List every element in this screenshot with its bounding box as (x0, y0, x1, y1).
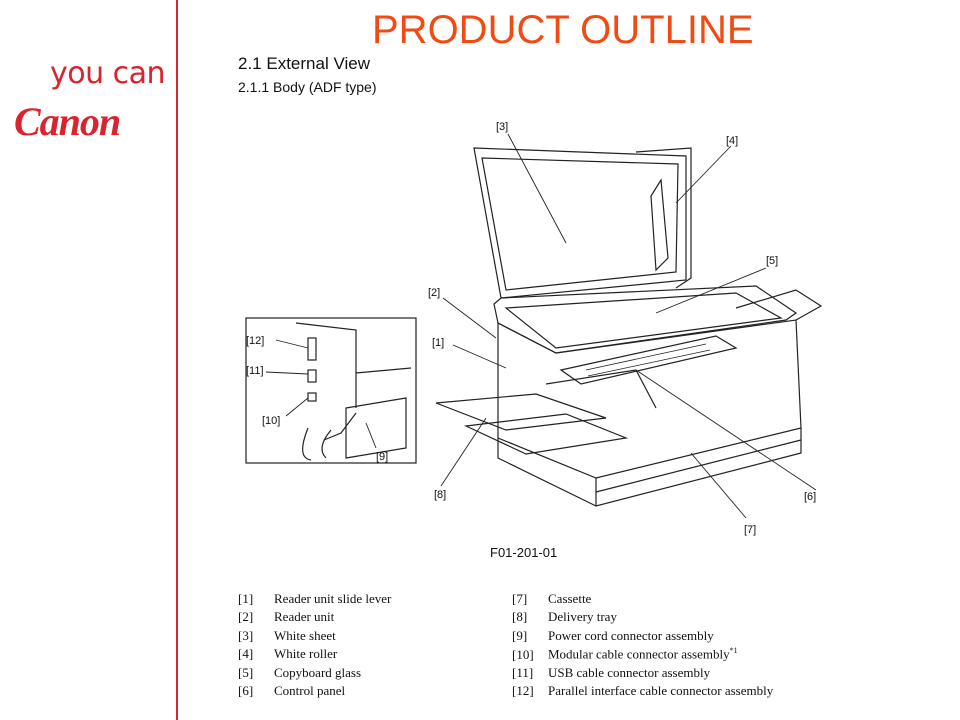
section-heading: 2.1 External View (238, 54, 370, 73)
legend-item: [2]Reader unit (238, 609, 335, 625)
legend-item: [11]USB cable connector assembly (512, 664, 711, 680)
callout-7: [7] (744, 524, 756, 536)
callout-10: [10] (262, 415, 280, 427)
legend-item: [1]Reader unit slide lever (238, 591, 392, 606)
callout-9: [9] (376, 451, 388, 463)
copyboard-glass (504, 292, 783, 349)
figure-caption: F01-201-01 (490, 545, 558, 560)
ports-inset (245, 317, 417, 464)
callout-2: [2] (428, 287, 440, 299)
brand-tagline: you can (50, 56, 166, 91)
external-view-figure: [3] [4] [5] [2] [1] [6] [7] [8] [9] [10]… (245, 121, 823, 536)
delivery-tray (435, 393, 607, 431)
subsection-heading: 2.1.1 Body (ADF type) (238, 79, 377, 95)
legend-item: [5]Copyboard glass (238, 664, 362, 680)
callout-5: [5] (766, 255, 778, 267)
cassette-line (595, 439, 802, 493)
white-roller (650, 178, 669, 272)
legend-item: [10]Modular cable connector assembly*1 (512, 646, 738, 662)
sidebar-divider (176, 0, 178, 720)
brand-sidebar: you can Canon (0, 0, 176, 720)
legend-item: [3]White sheet (238, 627, 336, 643)
legend-right: [7]Cassette [8]Delivery tray [9]Power co… (512, 591, 773, 701)
callout-12: [12] (246, 335, 264, 347)
callout-4: [4] (726, 135, 738, 147)
legend-item: [8]Delivery tray (512, 609, 617, 625)
canon-logo: Canon (14, 99, 121, 144)
main-body (497, 319, 802, 479)
footnote-mark: *1 (729, 646, 738, 656)
callout-6: [6] (804, 491, 816, 503)
legend-item: [4]White roller (238, 646, 338, 662)
callout-8: [8] (434, 489, 446, 501)
legend-item: [9]Power cord connector assembly (512, 627, 714, 643)
callout-1: [1] (432, 337, 444, 349)
adf-lid (473, 147, 687, 299)
slide-title: PRODUCT OUTLINE (372, 8, 754, 52)
callout-11: [11] (246, 365, 264, 377)
legend-item: [12]Parallel interface cable connector a… (512, 682, 774, 698)
legend-item: [6]Control panel (238, 682, 346, 698)
callout-3: [3] (496, 121, 508, 133)
legend-left: [1]Reader unit slide lever [2]Reader uni… (238, 591, 391, 701)
legend-item: [7]Cassette (512, 591, 592, 606)
control-panel (559, 335, 738, 385)
